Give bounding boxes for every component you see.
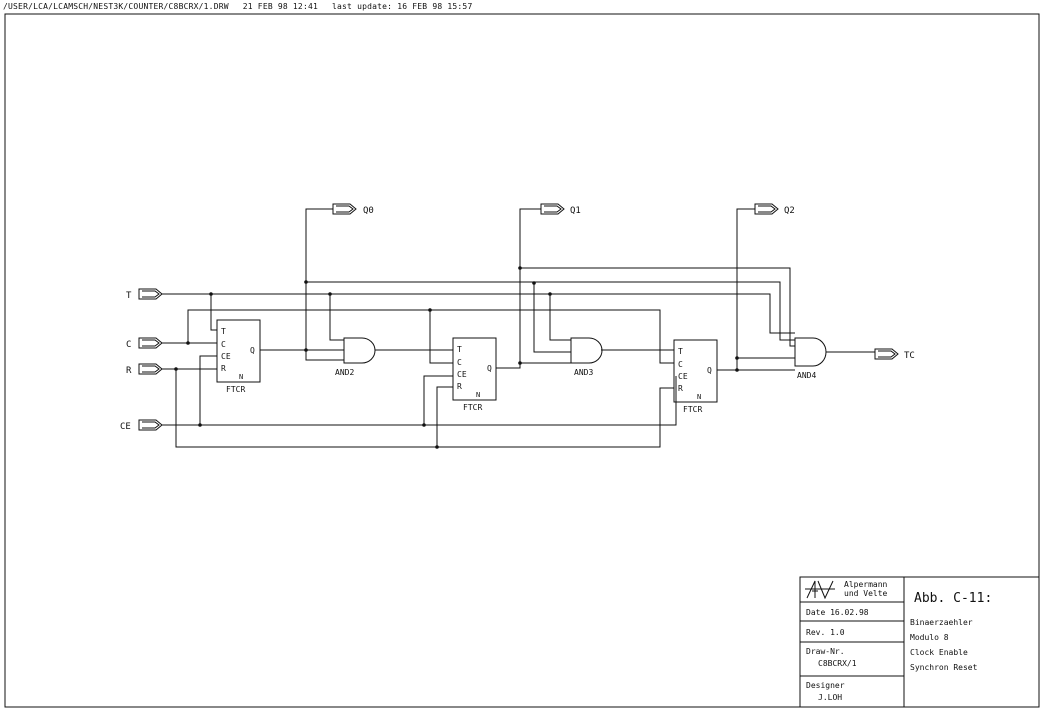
date-field: Date 16.02.98: [806, 608, 869, 617]
junctions: [174, 266, 739, 449]
label-C: C: [126, 340, 131, 350]
svg-text:T: T: [678, 347, 683, 356]
svg-text:Q: Q: [487, 364, 492, 373]
svg-text:T: T: [457, 345, 462, 354]
designer-value: J.LOH: [818, 693, 842, 702]
svg-text:R: R: [678, 384, 683, 393]
svg-text:AND2: AND2: [335, 368, 354, 377]
label-TC: TC: [904, 351, 915, 361]
title-block: Alpermann und Velte Date 16.02.98 Rev. 1…: [799, 576, 1040, 708]
output-port-Q2: Q2: [754, 203, 795, 216]
ff1-label: FTCR: [226, 385, 245, 394]
drawnr-value: C8BCRX/1: [818, 659, 857, 668]
company-logo-icon: [805, 580, 835, 600]
svg-text:Q: Q: [250, 346, 255, 355]
wires: [162, 208, 875, 448]
svg-text:R: R: [457, 382, 462, 391]
company-line2: und Velte: [844, 589, 888, 598]
label-Q1: Q1: [570, 206, 581, 216]
svg-text:CE: CE: [221, 352, 231, 361]
output-port-Q0: Q0: [332, 203, 374, 216]
figure-title: Abb. C-11:: [914, 591, 992, 606]
label-Q2: Q2: [784, 206, 795, 216]
svg-text:N: N: [476, 391, 480, 399]
desc-line-3: Clock Enable: [910, 648, 968, 657]
svg-text:R: R: [221, 364, 226, 373]
drawing-border: [4, 13, 1040, 708]
drawnr-label: Draw-Nr.: [806, 647, 845, 656]
label-Q0: Q0: [363, 206, 374, 216]
input-port-CE: CE: [120, 419, 163, 432]
svg-text:N: N: [697, 393, 701, 401]
input-port-C: C: [126, 337, 163, 350]
flipflop-1: T C CE R Q N FTCR: [216, 319, 261, 394]
label-CE: CE: [120, 422, 131, 432]
svg-text:C: C: [457, 358, 462, 367]
svg-text:Q: Q: [707, 366, 712, 375]
header-path: /USER/LCA/LCAMSCH/NEST3K/COUNTER/C8BCRX/…: [3, 2, 229, 11]
gate-and3: AND3: [570, 337, 603, 377]
header-date: 21 FEB 98 12:41: [242, 2, 318, 11]
company-line1: Alpermann: [844, 580, 888, 589]
input-port-T: T: [126, 288, 163, 301]
label-R: R: [126, 366, 132, 376]
ff2-label: FTCR: [463, 403, 482, 412]
ff3-label: FTCR: [683, 405, 702, 414]
output-port-TC: TC: [874, 348, 915, 361]
svg-text:C: C: [678, 360, 683, 369]
drawing-header: /USER/LCA/LCAMSCH/NEST3K/COUNTER/C8BCRX/…: [3, 2, 486, 11]
desc-line-4: Synchron Reset: [910, 663, 978, 672]
flipflop-3: T C CE R Q N FTCR: [673, 339, 718, 414]
svg-text:CE: CE: [678, 372, 688, 381]
svg-text:AND3: AND3: [574, 368, 593, 377]
label-T: T: [126, 291, 132, 301]
designer-label: Designer: [806, 681, 845, 690]
gate-and2: AND2: [335, 337, 376, 377]
flipflop-2: T C CE R Q N FTCR: [452, 337, 497, 412]
desc-line-1: Binaerzaehler: [910, 618, 973, 627]
svg-text:C: C: [221, 340, 226, 349]
output-port-Q1: Q1: [540, 203, 581, 216]
header-update: last update: 16 FEB 98 15:57: [332, 2, 473, 11]
svg-text:AND4: AND4: [797, 371, 816, 380]
rev-field: Rev. 1.0: [806, 628, 845, 637]
input-port-R: R: [126, 363, 163, 376]
desc-line-2: Modulo 8: [910, 633, 949, 642]
svg-text:T: T: [221, 327, 226, 336]
svg-text:N: N: [239, 373, 243, 381]
svg-text:CE: CE: [457, 370, 467, 379]
gate-and4: AND4: [794, 337, 827, 380]
